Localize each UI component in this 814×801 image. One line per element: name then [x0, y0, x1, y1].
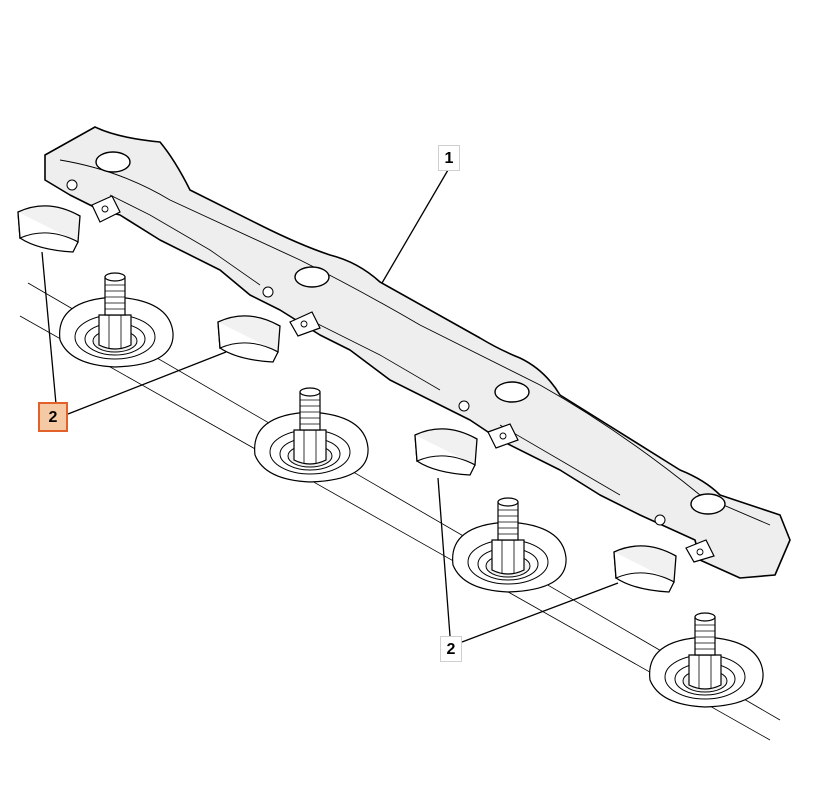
stud-3: [452, 497, 567, 593]
stud-2: [254, 387, 369, 483]
callout-1: 1: [438, 145, 460, 171]
callout-2: 2: [440, 636, 462, 662]
rail-part: [44, 126, 791, 579]
spacer-3: [414, 428, 478, 476]
leader-lines: [41, 169, 619, 643]
callout-2-highlighted[interactable]: 2: [38, 402, 68, 432]
stud-1: [59, 272, 174, 368]
spacer-2: [217, 315, 281, 363]
spacer-4: [613, 545, 677, 593]
spacer-1: [17, 205, 81, 253]
stud-4: [649, 612, 764, 708]
